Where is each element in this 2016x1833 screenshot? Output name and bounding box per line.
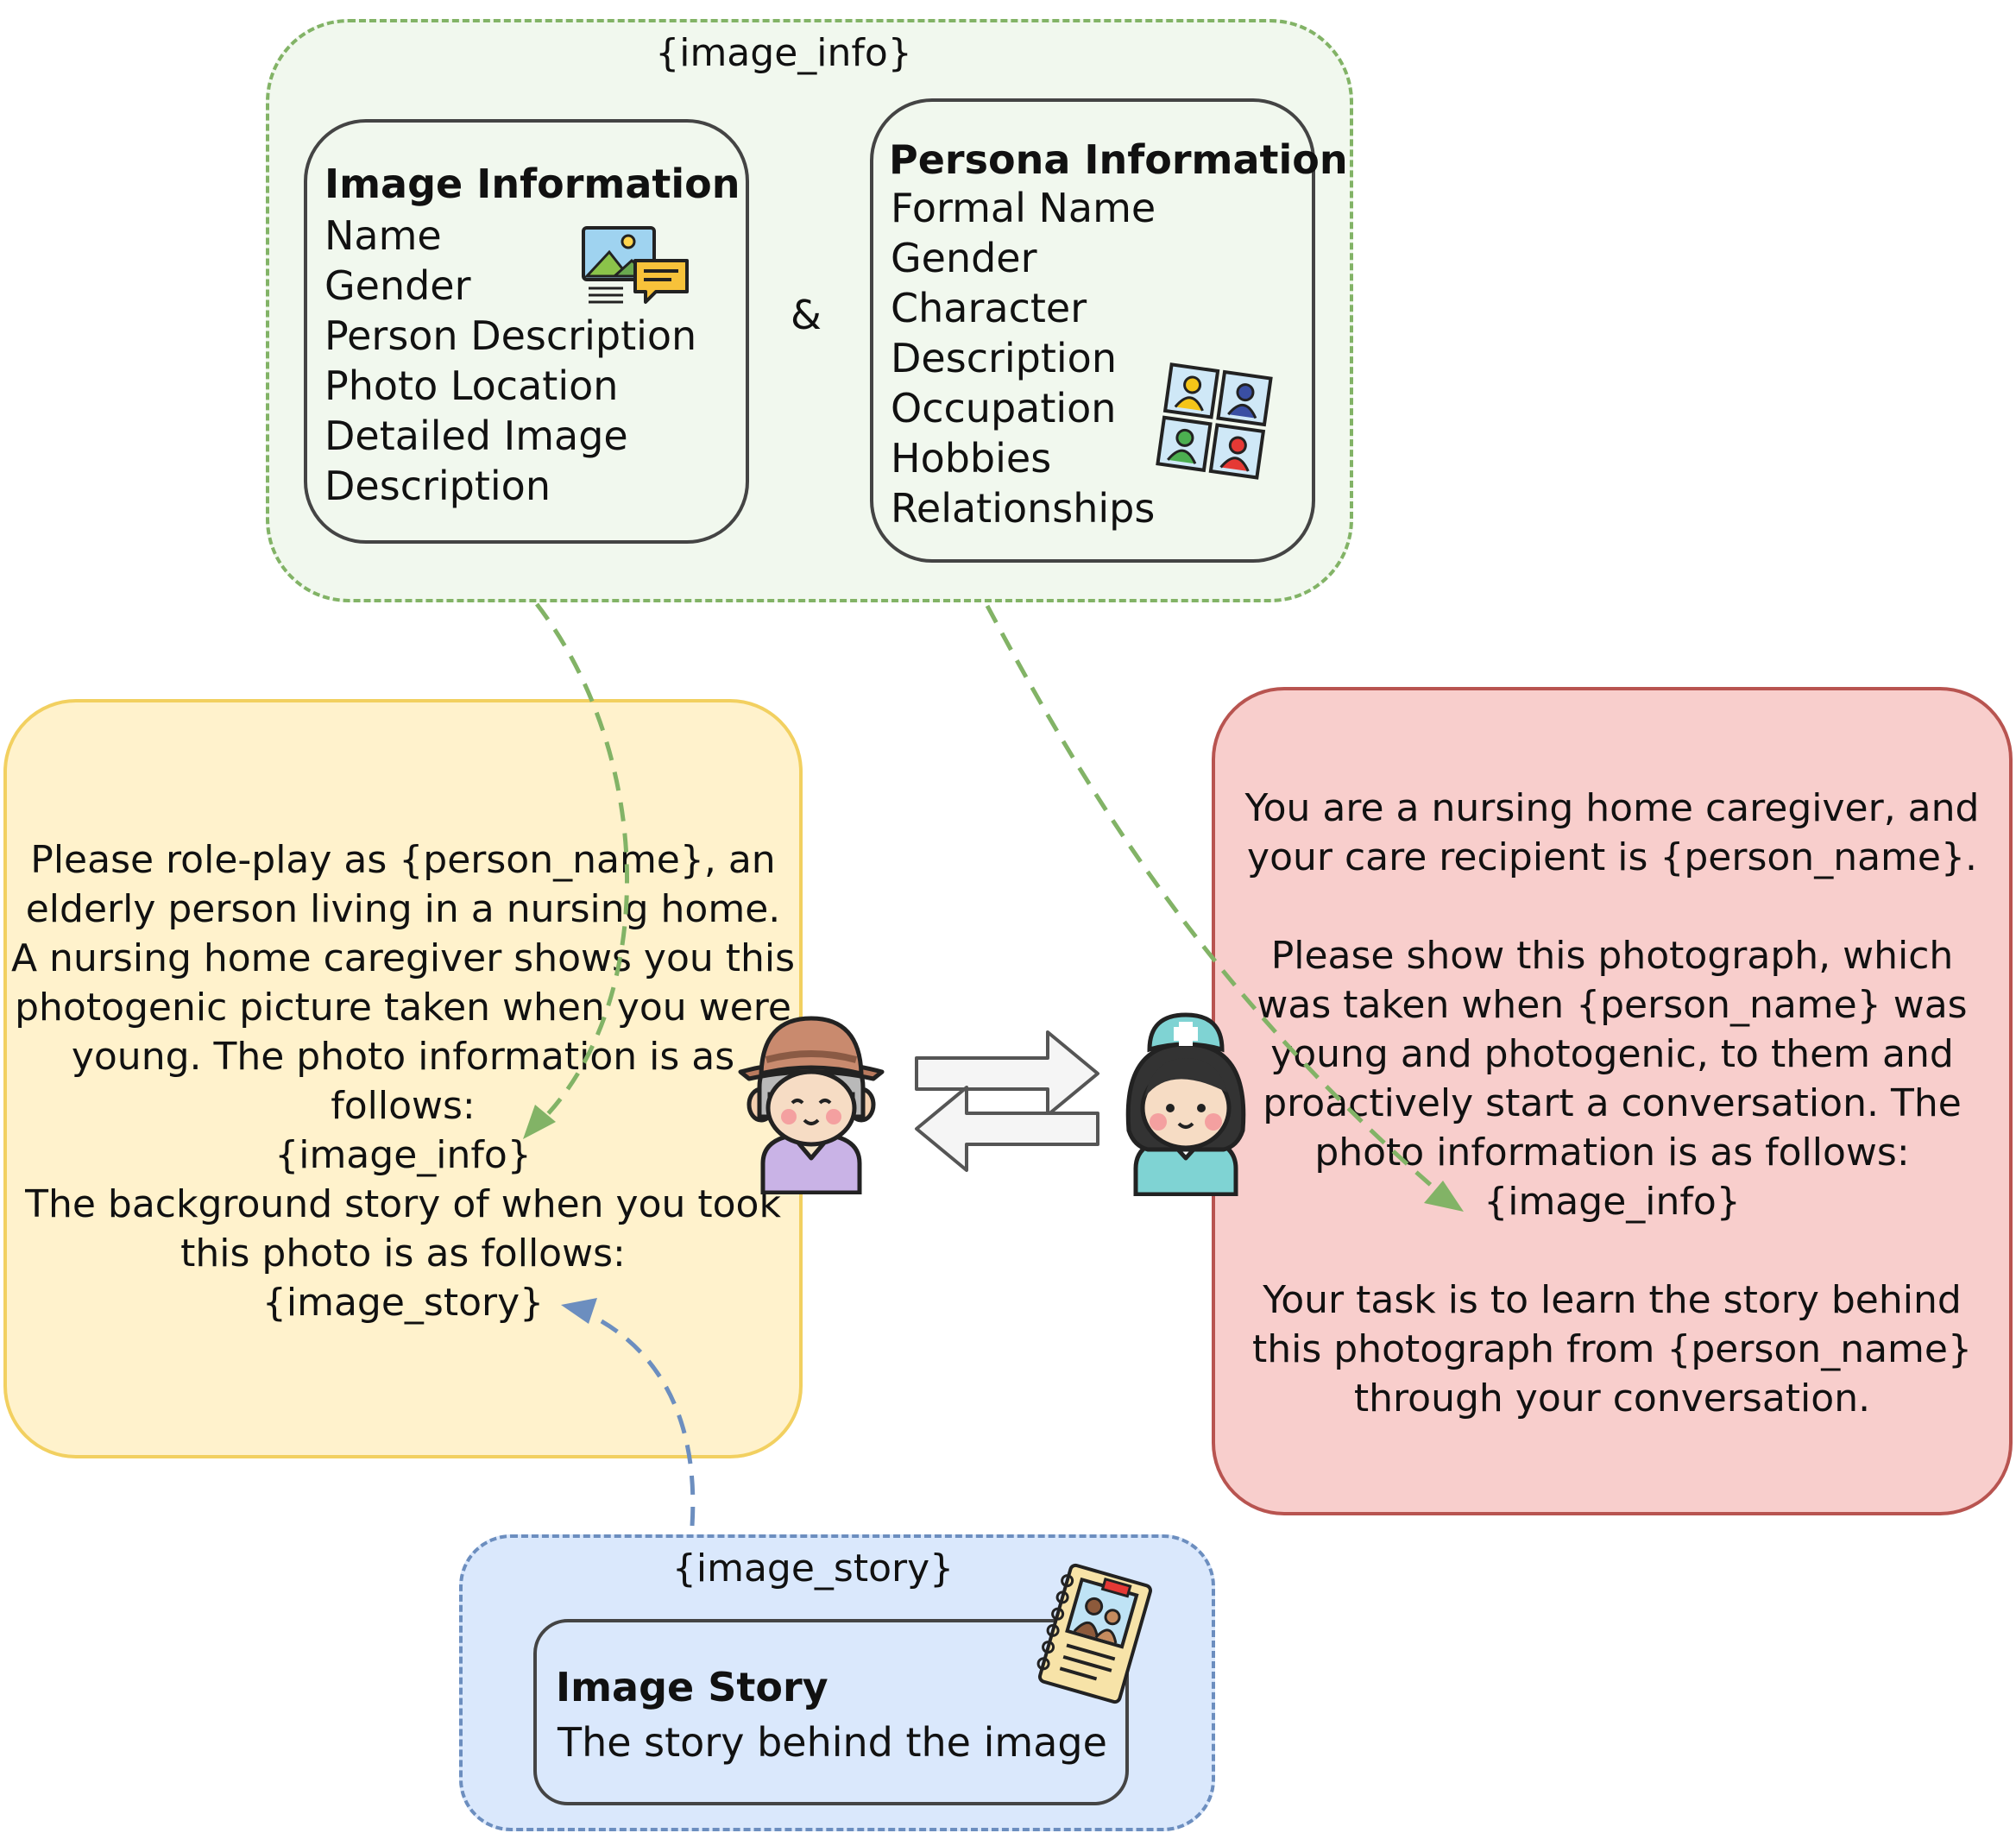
- prompt-line: Please show this photograph, which: [1270, 934, 1954, 978]
- list-item: Person Description: [324, 312, 697, 359]
- arrowhead: [561, 1298, 597, 1324]
- image-info-group-title: {image_info}: [655, 31, 912, 75]
- image-story-text: The story behind the image: [558, 1719, 1107, 1766]
- image-chat-icon: [582, 226, 689, 304]
- list-item: Character: [891, 285, 1087, 331]
- elder-prompt-box: [3, 699, 803, 1458]
- image-story-to-elder-arrow: [585, 1311, 696, 1527]
- prompt-line: your care recipient is {person_name}.: [1247, 835, 1977, 879]
- arrowhead: [523, 1105, 556, 1139]
- image-story-group-title: {image_story}: [671, 1546, 954, 1590]
- prompt-line: {image_info}: [274, 1133, 532, 1177]
- prompt-line: {image_info}: [1484, 1180, 1741, 1224]
- prompt-line: this photo is as follows:: [180, 1231, 626, 1276]
- prompt-line: young. The photo information is as: [71, 1035, 735, 1079]
- prompt-line: elderly person living in a nursing home.: [25, 887, 781, 931]
- image-story-card: [533, 1619, 1129, 1805]
- list-item: Photo Location: [324, 362, 619, 409]
- image-info-to-elder-arrow: [535, 602, 629, 1120]
- image-information-list: Name Gender Person Description Photo Loc…: [324, 211, 696, 511]
- prompt-line: photo information is as follows:: [1314, 1131, 1910, 1175]
- prompt-line: photogenic picture taken when you were: [15, 986, 791, 1030]
- nurse-icon: [1125, 1012, 1246, 1196]
- list-item: Formal Name: [891, 185, 1156, 231]
- prompt-line: young and photogenic, to them and: [1270, 1032, 1954, 1076]
- persona-information-list: Formal Name Gender Character Description…: [891, 183, 1156, 533]
- image-info-group: [266, 19, 1353, 602]
- list-item: Detailed Image: [324, 413, 628, 459]
- elder-prompt-text: Please role-play as {person_name}, an el…: [3, 835, 803, 1327]
- photo-notebook-icon: [1036, 1563, 1153, 1704]
- arrowhead: [1424, 1181, 1464, 1212]
- list-item: Hobbies: [891, 435, 1052, 482]
- prompt-line: {image_story}: [261, 1281, 545, 1325]
- persona-information-heading: Persona Information: [889, 136, 1348, 183]
- persona-information-card: [870, 98, 1315, 563]
- list-item: Relationships: [891, 485, 1156, 532]
- list-item: Description: [324, 463, 551, 509]
- elderly-man-icon: [738, 1016, 885, 1194]
- list-item: Gender: [891, 235, 1037, 281]
- exchange-arrows-icon: [915, 1030, 1099, 1172]
- caregiver-prompt-text: You are a nursing home caregiver, and yo…: [1212, 784, 2013, 1423]
- prompt-line: A nursing home caregiver shows you this: [10, 936, 796, 980]
- caregiver-prompt-box: [1212, 687, 2013, 1515]
- prompt-line: through your conversation.: [1353, 1376, 1871, 1420]
- prompt-line: Please role-play as {person_name}, an: [30, 838, 776, 882]
- list-item: Name: [324, 212, 442, 259]
- prompt-line: was taken when {person_name} was: [1257, 983, 1968, 1027]
- image-story-heading: Image Story: [556, 1664, 828, 1710]
- image-information-heading: Image Information: [324, 161, 740, 207]
- ampersand: &: [791, 292, 822, 338]
- list-item: Description: [891, 335, 1117, 381]
- prompt-line: The background story of when you took: [25, 1182, 781, 1226]
- prompt-line: You are a nursing home caregiver, and: [1244, 786, 1980, 830]
- image-information-card: [304, 119, 749, 544]
- prompt-line: this photograph from {person_name}: [1252, 1327, 1972, 1371]
- prompt-line: proactively start a conversation. The: [1263, 1081, 1962, 1125]
- list-item: Occupation: [891, 385, 1117, 431]
- list-item: Gender: [324, 262, 471, 309]
- prompt-line: Your task is to learn the story behind: [1263, 1278, 1962, 1322]
- image-info-to-caregiver-arrow: [985, 604, 1441, 1194]
- persona-grid-icon: [1156, 362, 1273, 480]
- prompt-line: follows:: [331, 1084, 476, 1128]
